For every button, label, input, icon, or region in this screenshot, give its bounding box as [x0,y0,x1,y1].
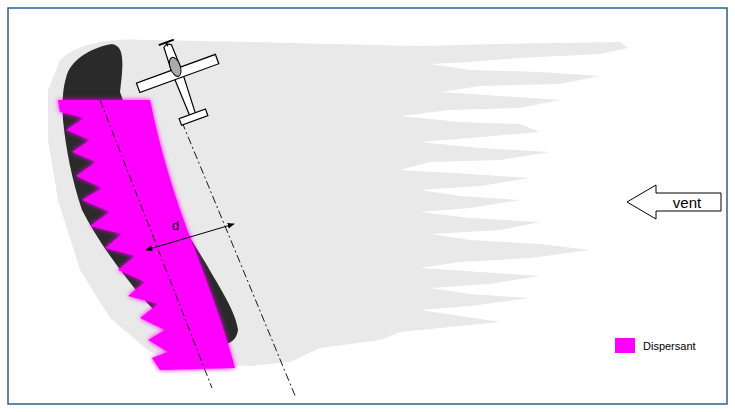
frame [8,8,727,404]
legend-text: Dispersant [643,340,696,352]
swath-centerline [100,100,212,388]
aircraft [127,28,234,135]
dimension-label: d [172,218,179,233]
offset-dimension [146,224,234,250]
legend-entry: Dispersant [615,338,696,353]
legend-swatch [615,338,635,353]
wind-arrow: vent [626,184,722,220]
wind-label: vent [656,184,718,220]
flight-track [182,122,296,398]
dispersant-band [58,100,235,370]
